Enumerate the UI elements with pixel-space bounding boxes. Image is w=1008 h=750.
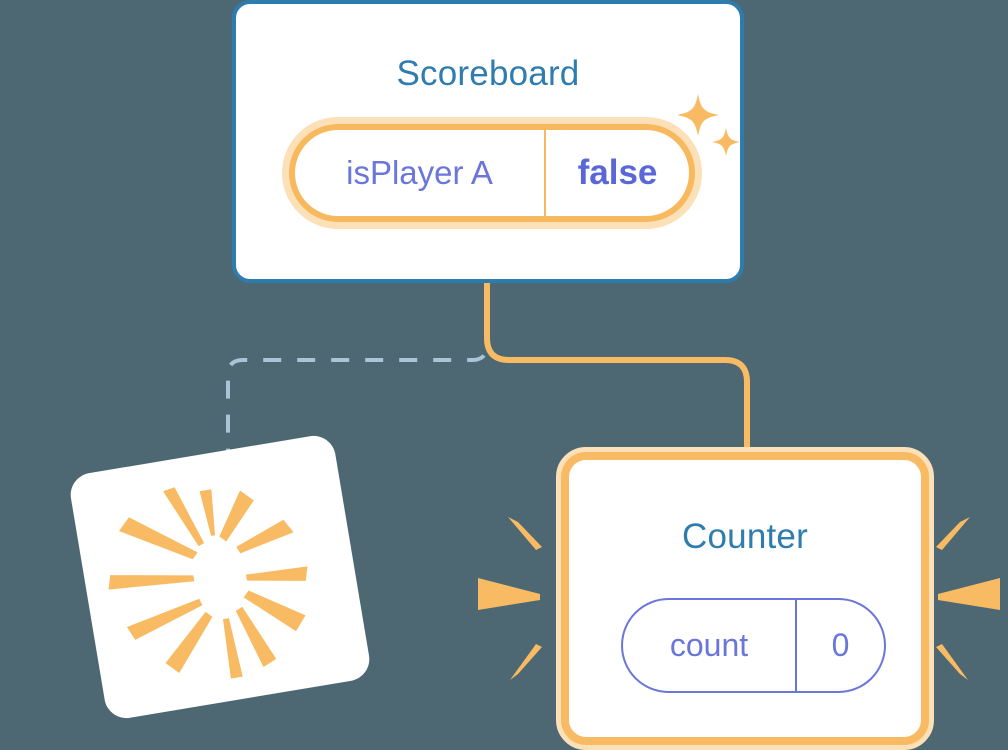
counter-state-key: count bbox=[669, 627, 749, 663]
scoreboard-state-key-cell: isPlayer A bbox=[295, 130, 546, 216]
scoreboard-title: Scoreboard bbox=[396, 54, 580, 93]
counter-state-pill[interactable]: count 0 bbox=[621, 598, 886, 693]
counter-title: Counter bbox=[682, 517, 808, 556]
scoreboard-state-pill[interactable]: isPlayer A false bbox=[282, 117, 702, 229]
counter-card[interactable]: Counter count 0 bbox=[556, 447, 934, 750]
scoreboard-card[interactable]: Scoreboard isPlayer A false bbox=[232, 0, 744, 283]
counter-state-value: 0 bbox=[831, 627, 850, 663]
scoreboard-state-key: isPlayer A bbox=[346, 154, 493, 191]
scoreboard-state-value: false bbox=[577, 153, 658, 192]
connector-solid-scoreboard-to-counter bbox=[484, 283, 750, 455]
starburst-icon bbox=[108, 487, 308, 679]
counter-state-key-cell: count bbox=[623, 600, 797, 691]
scoreboard-state-value-cell: false bbox=[546, 130, 689, 216]
flash-card[interactable] bbox=[67, 432, 373, 722]
counter-state-value-cell: 0 bbox=[797, 600, 884, 691]
counter-highlight-halo bbox=[556, 447, 934, 750]
